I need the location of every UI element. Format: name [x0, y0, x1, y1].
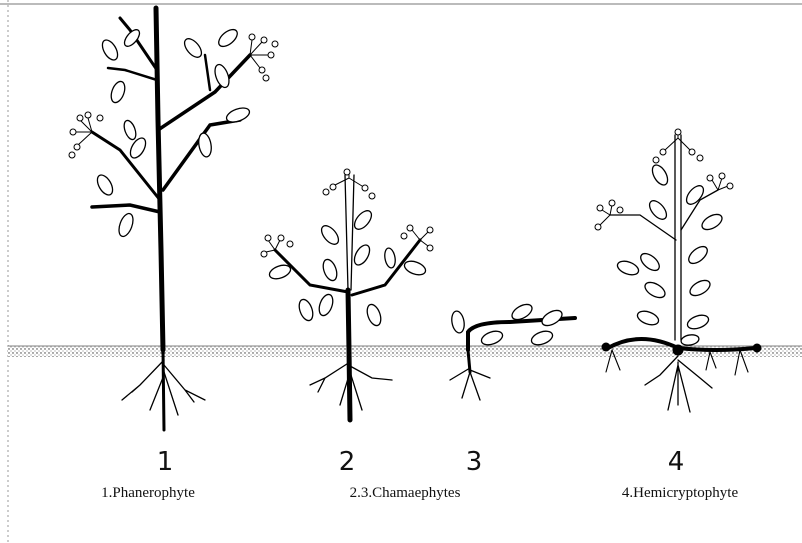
- plant-4-hemicryptophyte: [595, 129, 761, 412]
- plant-number-1: 1: [157, 447, 174, 477]
- plant-number-3: 3: [466, 447, 483, 477]
- plant-number-4: 4: [668, 447, 685, 477]
- caption-hemicryptophyte: 4.Hemicryptophyte: [622, 485, 739, 501]
- plant-2-chamaephyte: [261, 169, 433, 420]
- caption-chamaephytes: 2.3.Chamaephytes: [350, 485, 461, 501]
- caption-phanerophyte: 1.Phanerophyte: [101, 485, 195, 501]
- plant-number-2: 2: [339, 447, 356, 477]
- plant-1-phanerophyte: [69, 8, 278, 430]
